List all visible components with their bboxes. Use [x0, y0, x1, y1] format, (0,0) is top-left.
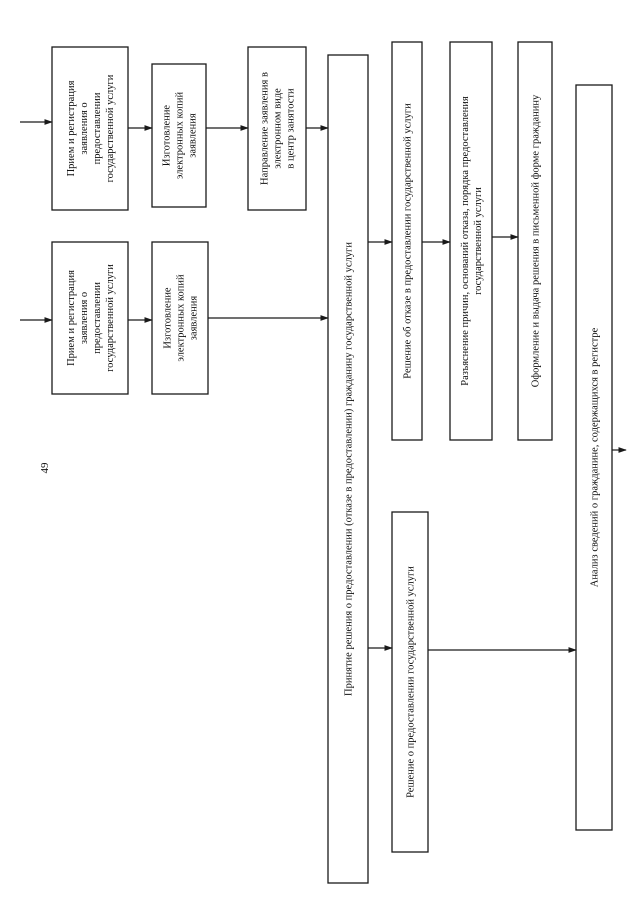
box-label-line: Разъяснение причин, оснований отказа, по…: [460, 96, 471, 386]
box-frame: [327, 54, 369, 884]
box-frame: [391, 511, 429, 853]
box-label-line: Изготовление: [162, 105, 173, 167]
page-number: 49: [39, 462, 51, 474]
box-label-line: заявления: [189, 296, 200, 341]
box-label-line: заявления о: [79, 102, 90, 154]
box-frame: [51, 241, 129, 395]
box-label-line: Решение о предоставлении государственной…: [406, 566, 417, 798]
box-oformlenie: Оформление и выдача решения в письменной…: [517, 41, 553, 441]
box-reshenie-pred: Решение о предоставлении государственной…: [391, 511, 429, 853]
box-frame: [151, 63, 207, 208]
box-label: Решение об отказе в предоставлении госуд…: [403, 103, 414, 379]
box-label-line: государственной услуги: [105, 74, 116, 182]
box-label-line: в центр занятости: [286, 88, 297, 169]
box-prinyatie: Принятие решения о предоставлении (отказ…: [327, 54, 369, 884]
box-label-line: Направление заявления в: [260, 72, 271, 185]
box-label: Разъяснение причин, оснований отказа, по…: [460, 96, 484, 386]
box-label-line: электронных копий: [176, 274, 187, 362]
box-label-line: заявления о: [79, 292, 90, 344]
box-razyasnenie: Разъяснение причин, оснований отказа, по…: [449, 41, 493, 441]
box-frame: [51, 46, 129, 211]
box-otkaz: Решение об отказе в предоставлении госуд…: [391, 41, 423, 441]
box-label-line: электронном виде: [273, 88, 284, 169]
box-label-line: электронных копий: [175, 92, 186, 180]
box-label-line: Принятие решения о предоставлении (отказ…: [344, 242, 355, 696]
box-frame: [449, 41, 493, 441]
box-label: Анализ сведений о гражданине, содержащих…: [590, 327, 601, 587]
box-label-line: государственной услуги: [473, 187, 484, 295]
box-label-line: Прием и регистрация: [66, 270, 77, 366]
box-label: Решение о предоставлении государственной…: [406, 566, 417, 798]
box-frame: [151, 241, 209, 395]
box-label: Оформление и выдача решения в письменной…: [531, 94, 542, 387]
box-label-line: Прием и регистрация: [66, 80, 77, 176]
box-label-line: заявления: [188, 113, 199, 158]
box-label-line: Изготовление: [163, 287, 174, 349]
box-label-line: государственной услуги: [105, 264, 116, 372]
box-label-line: Оформление и выдача решения в письменной…: [531, 94, 542, 387]
box-label-line: Решение об отказе в предоставлении госуд…: [403, 103, 414, 379]
box-label-line: предоставлении: [92, 282, 103, 354]
box-label-line: предоставлении: [92, 92, 103, 164]
box-frame: [575, 84, 613, 831]
box-label: Принятие решения о предоставлении (отказ…: [344, 242, 355, 696]
box-frame: [517, 41, 553, 441]
box-analiz: Анализ сведений о гражданине, содержащих…: [575, 84, 613, 831]
box-frame: [391, 41, 423, 441]
box-label-line: Анализ сведений о гражданине, содержащих…: [590, 327, 601, 587]
